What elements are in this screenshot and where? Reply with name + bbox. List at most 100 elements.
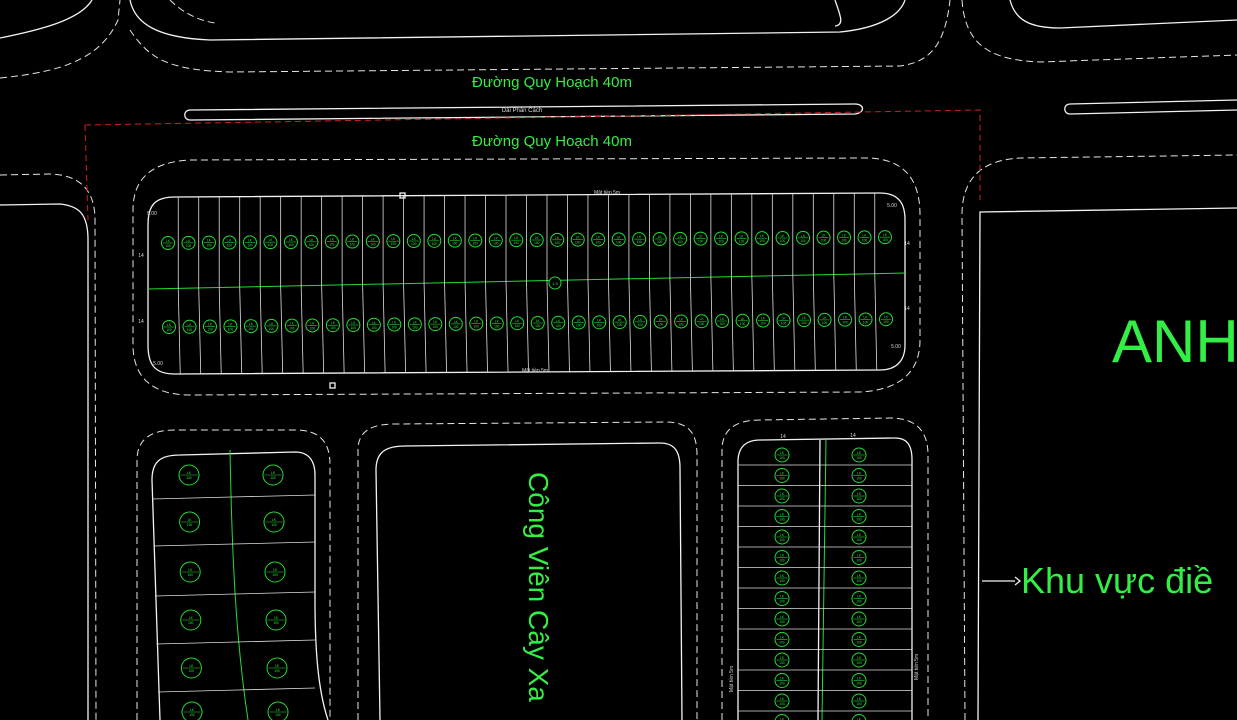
lot-area: 100 <box>821 239 827 243</box>
road-label-bottom: Đường Quy Hoạch 40m <box>472 133 632 150</box>
median-strip-right <box>1064 99 1237 115</box>
dash-top-middle <box>129 0 951 73</box>
lot-code: LK <box>857 533 862 537</box>
lot-area: 100 <box>391 242 397 246</box>
lot-area: 100 <box>779 579 785 583</box>
lot-code: LK <box>597 318 602 322</box>
lot-area: 100 <box>779 477 785 481</box>
lot-divider <box>156 641 237 645</box>
lot-code: LK <box>271 471 276 475</box>
lot-area: 100 <box>310 326 316 330</box>
lot-code: LK <box>780 492 785 496</box>
lot-code: LK <box>273 568 278 572</box>
lot-area: 100 <box>779 661 785 665</box>
dash-top-mid-left <box>169 0 216 24</box>
dash-top-left <box>0 0 121 79</box>
lot-code: LK <box>310 321 315 325</box>
lot-code: LK <box>188 518 193 522</box>
lot-area: 100 <box>186 476 192 480</box>
lot-area: 100 <box>863 320 869 324</box>
lot-code: LK <box>555 236 560 240</box>
lot-area: 100 <box>271 523 277 527</box>
lot-area: 100 <box>780 239 786 243</box>
lot-code: LK <box>289 238 294 242</box>
lot-code: LK <box>275 664 280 668</box>
lot-area: 100 <box>514 241 520 245</box>
lot-divider <box>234 591 316 595</box>
lot-area: 100 <box>227 244 233 248</box>
block-a-center-marker <box>548 276 562 290</box>
lot-divider <box>239 286 243 374</box>
lot-code: LK <box>780 451 785 455</box>
lot-area: 100 <box>515 324 521 328</box>
block-c: LK100LK100LK100LK100LK100LK100LK100LK100… <box>721 417 929 720</box>
lot-area: 100 <box>494 324 500 328</box>
lot-code: LK <box>331 321 336 325</box>
lot-code: LK <box>857 451 862 455</box>
lot-divider <box>689 277 693 372</box>
lot-area: 100 <box>856 620 862 624</box>
lot-code: LK <box>780 574 785 578</box>
lot-code: LK <box>679 317 684 321</box>
lot-area: 100 <box>473 242 479 246</box>
curb-left-vertical <box>0 203 89 720</box>
lot-area: 100 <box>719 322 725 326</box>
lot-code: LK <box>473 237 478 241</box>
lot-code: LK <box>290 322 295 326</box>
lot-area: 100 <box>658 323 664 327</box>
lot-divider <box>526 280 529 373</box>
lot-area: 100 <box>596 241 602 245</box>
lot-divider <box>341 284 345 374</box>
block-c-outline <box>737 437 913 720</box>
lot-code: LK <box>188 568 193 572</box>
lot-area: 100 <box>856 497 862 501</box>
lot-divider <box>423 282 427 373</box>
block-a-dim-left-bottom: 14 <box>138 319 144 325</box>
lot-divider <box>231 494 316 498</box>
lot-code: LK <box>741 317 746 321</box>
lot-circle <box>851 714 867 720</box>
lot-divider <box>198 287 202 374</box>
lot-code: LK <box>392 321 397 325</box>
lot-divider <box>233 541 316 545</box>
dash-right-vertical <box>961 154 1237 720</box>
lot-area: 100 <box>207 328 213 332</box>
lot-area: 100 <box>781 321 787 325</box>
site-boundary <box>84 109 981 221</box>
lot-code: LK <box>780 718 785 720</box>
lot-divider <box>464 282 468 373</box>
